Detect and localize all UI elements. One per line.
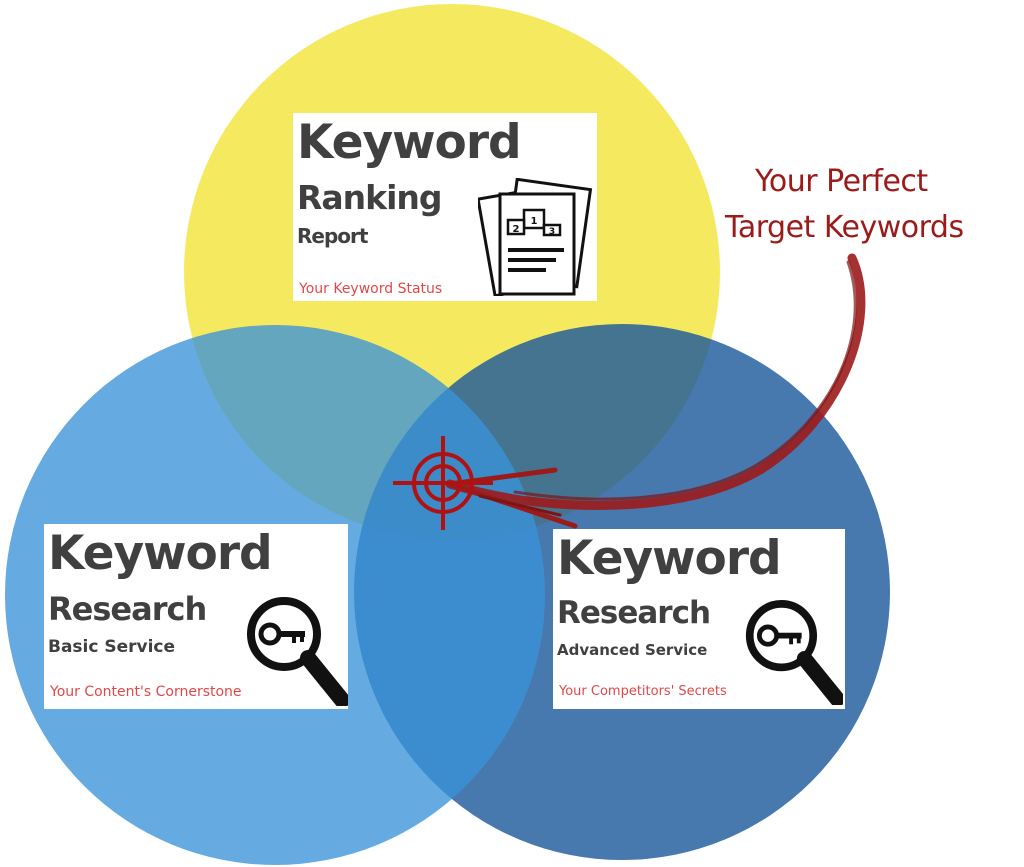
left-card-line1: Keyword: [48, 526, 273, 581]
left-card-line3: Basic Service: [48, 637, 176, 657]
top-card-line2: Ranking: [297, 178, 443, 217]
top-card-line3: Report: [297, 224, 368, 248]
left-card-line2: Research: [48, 590, 207, 628]
right-card-tagline: Your Competitors' Secrets: [559, 684, 727, 699]
callout-arrow: [445, 253, 866, 529]
left-card-tagline: Your Content's Cornerstone: [50, 684, 242, 700]
top-card: Keyword Ranking Report Your Keyword Stat…: [293, 113, 597, 301]
top-card-tagline: Your Keyword Status: [299, 281, 443, 297]
left-card: Keyword Research Basic Service Your Cont…: [44, 524, 348, 709]
podium-rank-3: 3: [549, 227, 555, 237]
right-card-line3: Advanced Service: [557, 641, 708, 659]
magnifier-key-icon: [745, 600, 843, 705]
crosshair-target-icon: [393, 436, 493, 530]
callout-line1: Your Perfect: [755, 164, 928, 199]
podium-rank-2: 2: [513, 224, 520, 235]
callout-line2: Target Keywords: [725, 210, 964, 245]
podium-report-icon: 2 1 3: [478, 178, 593, 296]
right-card-line2: Research: [557, 595, 711, 631]
right-card: Keyword Research Advanced Service Your C…: [553, 529, 845, 709]
magnifier-key-icon: [247, 597, 348, 706]
podium-rank-1: 1: [531, 216, 538, 227]
top-card-line1: Keyword: [297, 115, 522, 170]
right-card-line1: Keyword: [557, 531, 782, 586]
